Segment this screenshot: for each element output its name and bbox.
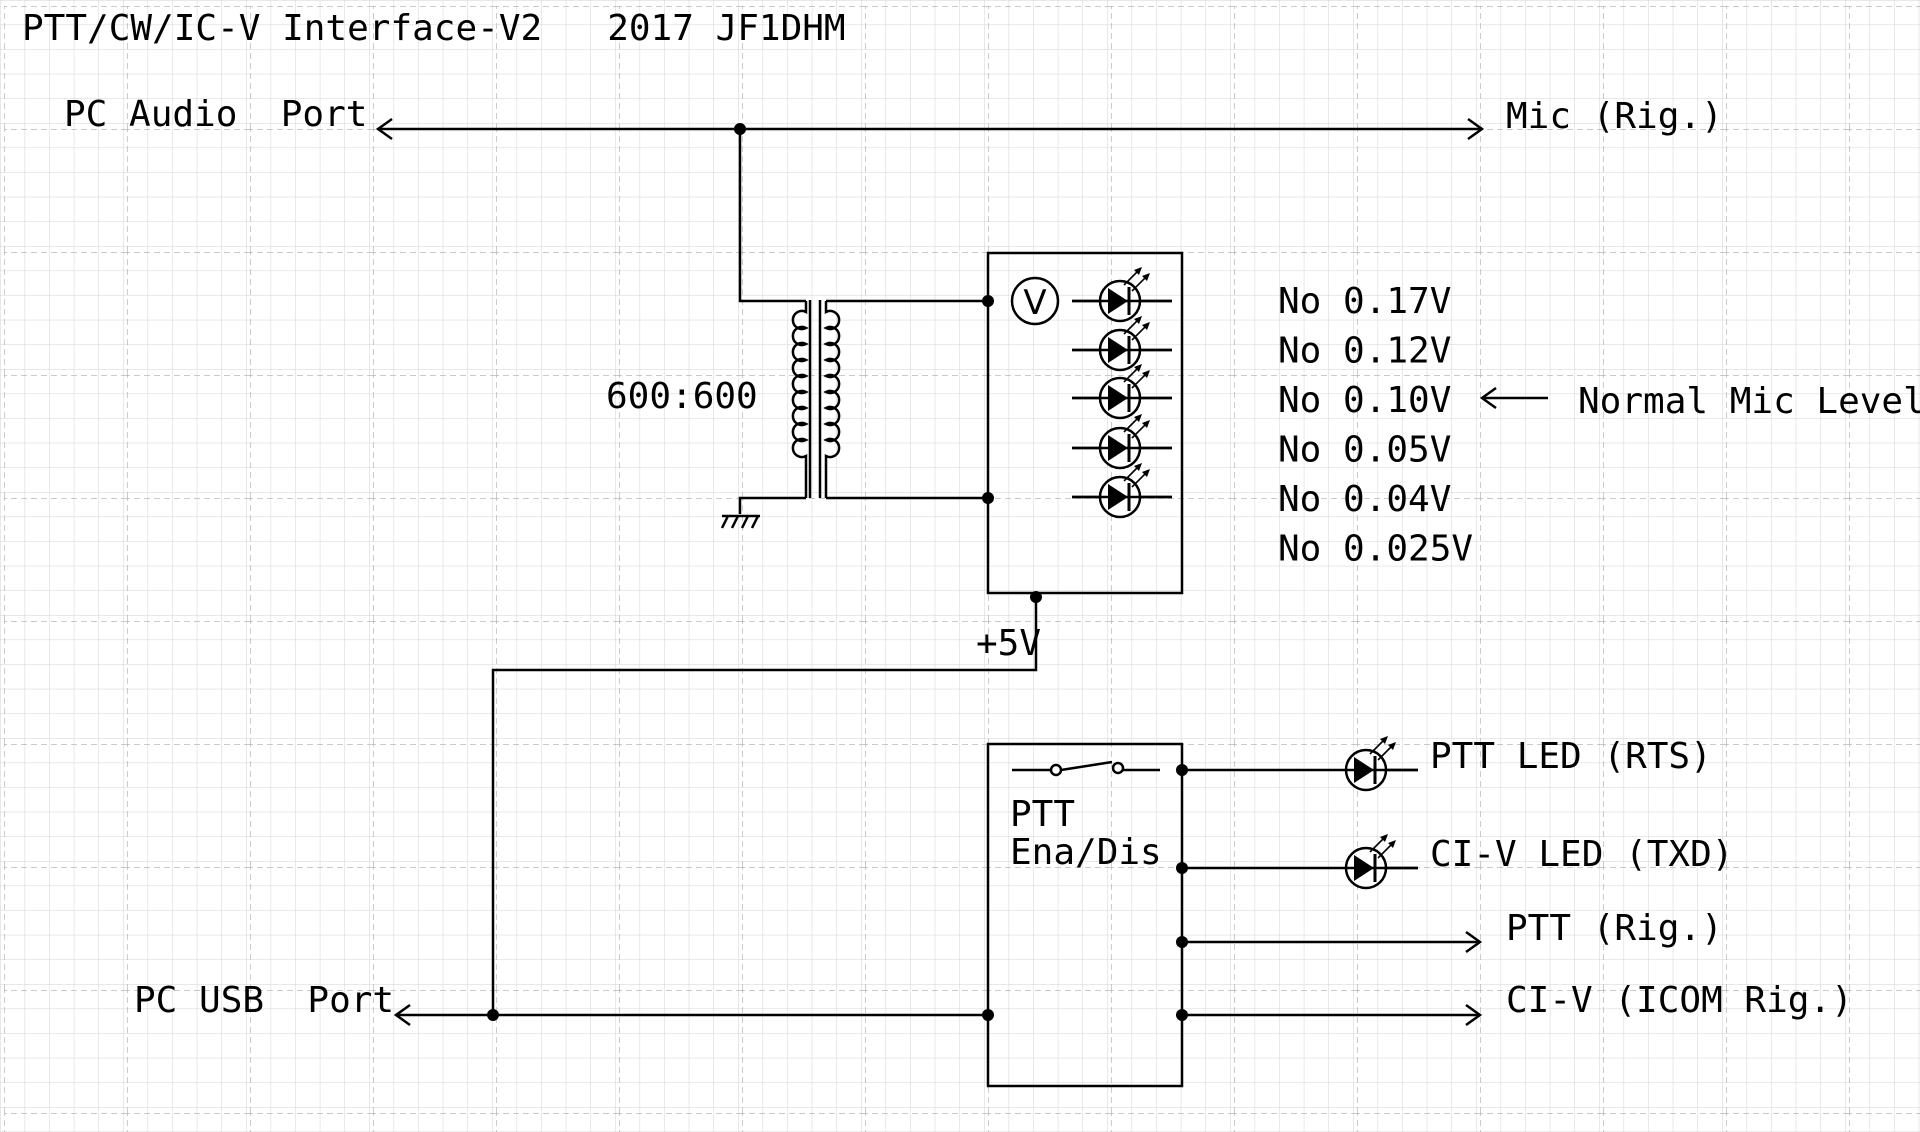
output-dot (1176, 1009, 1188, 1021)
input-dot-bottom (982, 492, 994, 504)
voltmeter-icon: V (1010, 276, 1060, 326)
normal-mic-level-label: Normal Mic Level (1578, 381, 1920, 422)
ptt-control-box (986, 742, 1184, 1088)
input-dot-top (982, 295, 994, 307)
ptt-led-label: PTT LED (RTS) (1430, 736, 1712, 777)
pc-audio-port-label: PC Audio Port (64, 94, 367, 135)
led-icon (1072, 364, 1172, 420)
led-icon (1072, 414, 1172, 470)
level-item: No 0.12V (1278, 331, 1451, 372)
normal-level-arrow (1479, 386, 1548, 410)
mic-rig-label: Mic (Rig.) (1506, 96, 1723, 137)
led-indicator-column (1072, 267, 1172, 519)
level-item: No 0.025V (1278, 529, 1473, 570)
level-meter-box (986, 251, 1184, 595)
level-item: No 0.17V (1278, 281, 1451, 322)
level-item: No 0.10V (1278, 380, 1451, 421)
led-icon (1344, 736, 1418, 792)
pc-usb-port-label: PC USB Port (134, 980, 394, 1021)
level-item: No 0.05V (1278, 430, 1451, 471)
ptt-rig-label: PTT (Rig.) (1506, 908, 1723, 949)
wire-audio-to-transformer (738, 129, 806, 303)
transformer (738, 299, 988, 514)
ptt-outputs (1182, 768, 1483, 1027)
transformer-ratio-label: 600:600 (606, 376, 758, 417)
junction-dot (487, 1009, 499, 1021)
output-dot (1176, 936, 1188, 948)
led-icon (1072, 316, 1172, 372)
ptt-box-sublabel: Ena/Dis (1010, 832, 1162, 873)
grid-major (4, 6, 1920, 1132)
level-item: No 0.04V (1278, 479, 1451, 520)
ptt-led-indicators (1344, 736, 1418, 890)
diagram-title: PTT/CW/IC-V Interface-V2 2017 JF1DHM (22, 8, 846, 49)
ptt-box-label: PTT (1010, 794, 1075, 835)
switch-icon (1012, 760, 1160, 777)
output-dot (1176, 764, 1188, 776)
supply-wire (491, 597, 1038, 1015)
civ-led-label: CI-V LED (TXD) (1430, 834, 1733, 875)
supply-label: +5V (976, 623, 1041, 664)
output-dot (1176, 862, 1188, 874)
led-icon (1072, 463, 1172, 519)
level-list: No 0.17V No 0.12V No 0.10V No 0.05V No 0.04V… (1278, 281, 1473, 570)
voltmeter-symbol: V (1023, 283, 1046, 323)
civ-rig-label: CI-V (ICOM Rig.) (1506, 980, 1853, 1021)
ground-icon (720, 514, 760, 529)
led-icon (1344, 834, 1418, 890)
led-icon (1072, 267, 1172, 323)
audio-line (375, 117, 1485, 141)
